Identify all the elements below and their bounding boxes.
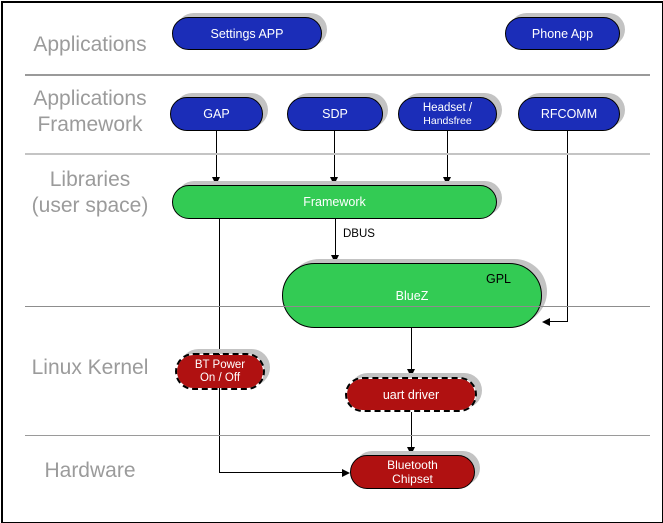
node-label: Bluetooth — [387, 458, 438, 472]
layer-divider-applications — [25, 74, 650, 76]
arrowhead-rfcomm-bluez — [542, 318, 550, 326]
node-label-line2: On / Off — [199, 371, 241, 384]
node-label: SDP — [322, 107, 348, 121]
gpl-license-badge: GPL — [485, 272, 511, 286]
node-gap: GAP — [170, 97, 263, 131]
node-label: BT Power — [194, 358, 246, 371]
node-settings-app: Settings APP — [172, 17, 322, 50]
layer-label-line: Hardware — [44, 459, 136, 482]
node-label: Phone App — [531, 26, 594, 41]
connector-rfcomm-vertical — [567, 131, 568, 322]
arrowhead-framework-chipset — [342, 469, 350, 477]
node-label-line2: Handsfree — [423, 114, 472, 127]
node-label: GAP — [203, 107, 230, 121]
layer-label-applications: Applications — [10, 32, 170, 58]
node-label: RFCOMM — [540, 107, 598, 121]
arrowhead-gap-framework — [212, 177, 220, 185]
node-sdp: SDP — [287, 97, 383, 131]
arrowhead-bluez-uart — [407, 369, 415, 377]
arrowhead-framework-bluez — [331, 255, 339, 263]
layer-divider-kernel — [25, 435, 650, 436]
node-label: Framework — [303, 195, 366, 209]
node-rfcomm: RFCOMM — [518, 97, 620, 131]
node-phone-app: Phone App — [505, 17, 620, 50]
layer-label-libraries: Libraries (user space) — [10, 167, 170, 219]
layer-label-line: (user space) — [31, 194, 149, 217]
node-label-line2: Chipset — [392, 472, 433, 486]
connector-framework-down-vertical — [219, 219, 220, 473]
connector-uart-to-chipset — [411, 412, 412, 449]
connector-bluez-to-uart — [411, 328, 412, 371]
node-bt-power: BT Power On / Off — [175, 353, 265, 390]
node-bluez: GPL BlueZ — [282, 263, 542, 328]
layer-label-line: Applications — [33, 33, 147, 56]
layer-label-line: Linux Kernel — [31, 356, 149, 379]
node-headset-handsfree: Headset / Handsfree — [398, 97, 497, 131]
node-label: BlueZ — [395, 288, 429, 303]
layer-label-line: Applications — [33, 87, 147, 110]
connector-framework-to-bluez — [335, 219, 336, 257]
node-bluetooth-chipset: Bluetooth Chipset — [350, 455, 475, 489]
connector-rfcomm-horizontal — [549, 321, 568, 322]
layer-label-hardware: Hardware — [10, 458, 170, 484]
layer-divider-framework — [25, 153, 650, 155]
node-label: Headset / — [422, 101, 473, 114]
arrowhead-uart-chipset — [407, 447, 415, 455]
arrowhead-sdp-framework — [330, 177, 338, 185]
layer-label-line: Framework — [37, 113, 143, 136]
node-framework: Framework — [172, 185, 497, 219]
layer-label-line: Libraries — [49, 168, 131, 191]
node-label: uart driver — [382, 387, 440, 402]
layer-label-linux-kernel: Linux Kernel — [10, 355, 170, 381]
node-uart-driver: uart driver — [345, 377, 477, 412]
layer-divider-libraries — [25, 306, 650, 307]
node-label: Settings APP — [210, 26, 284, 41]
arrowhead-headset-framework — [443, 177, 451, 185]
dbus-edge-label: DBUS — [343, 228, 375, 240]
layer-label-applications-framework: Applications Framework — [10, 86, 170, 138]
connector-framework-to-chipset — [219, 472, 343, 473]
